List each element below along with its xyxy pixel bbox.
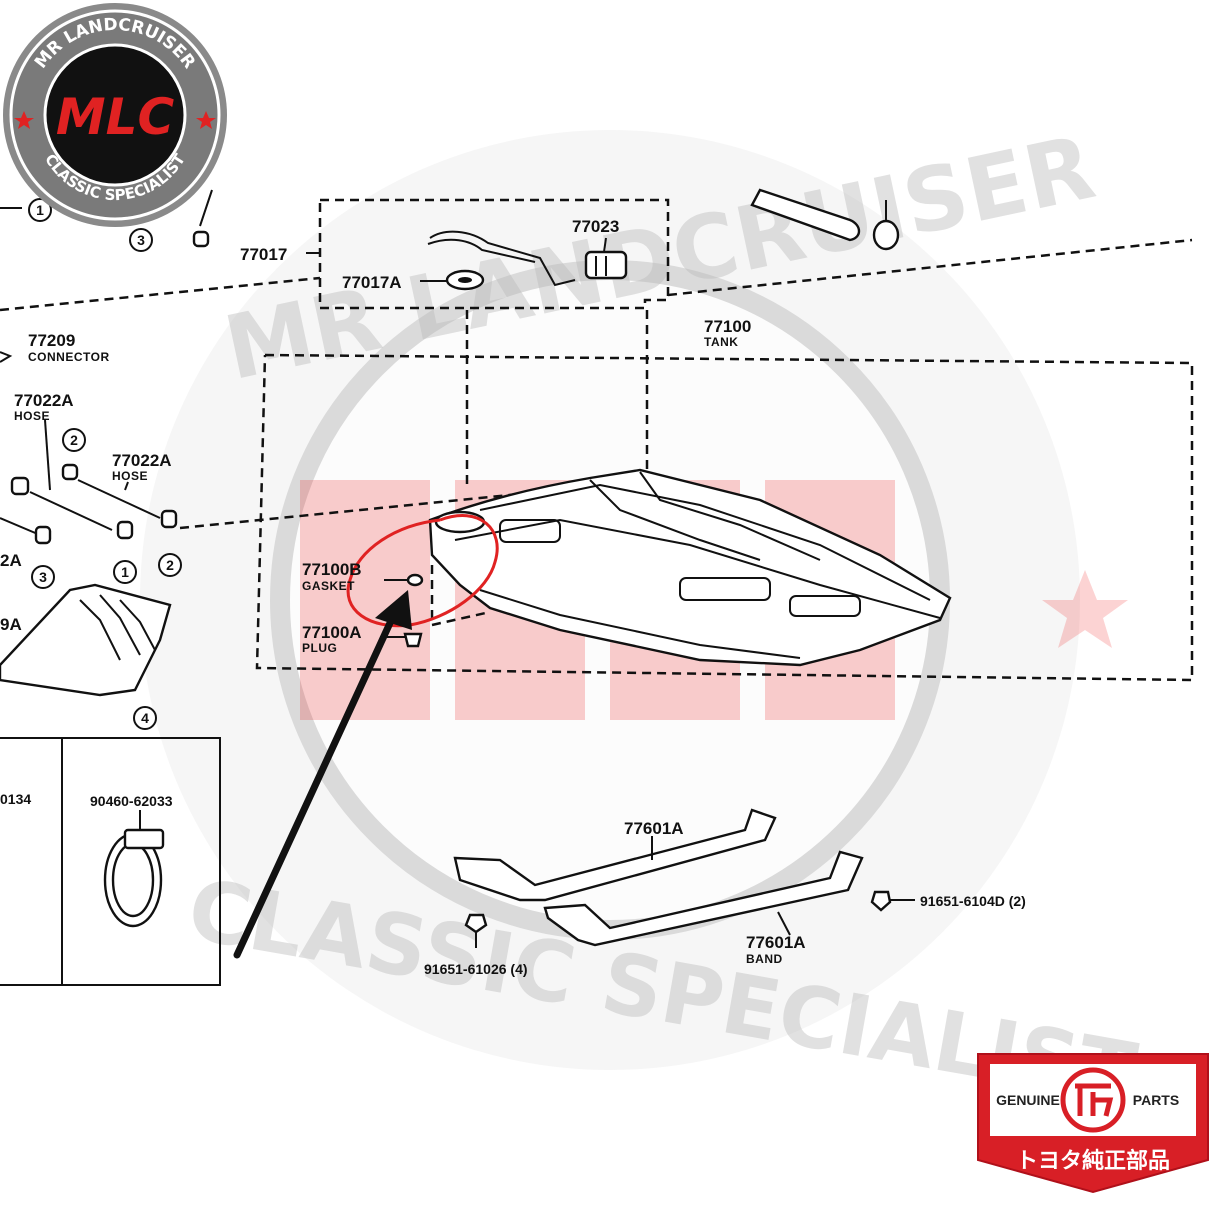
drain-gasket [384, 573, 424, 587]
label-77209: 77209 [28, 331, 75, 350]
ref-3b-text: 3 [39, 569, 47, 585]
pointer-arrow-icon [233, 590, 412, 959]
ref-1b-text: 1 [121, 564, 129, 580]
filler-pipe [750, 188, 900, 251]
badge-parts-text: PARTS [1133, 1092, 1179, 1108]
label-77022a-2-sub: HOSE [112, 469, 148, 483]
logo-monogram: MLC [56, 88, 175, 146]
ref-circle-3b: 3 [31, 565, 55, 589]
badge-japanese-text: トヨタ純正部品 [1016, 1148, 1170, 1174]
ref-circle-3a: 3 [129, 228, 153, 252]
gasket-ring-77017a [445, 269, 485, 291]
label-77100: 77100 [704, 317, 751, 336]
label-90460-62033: 90460-62033 [90, 793, 173, 809]
toyota-emblem-icon [1060, 1067, 1126, 1133]
ref-2a-text: 2 [70, 432, 78, 448]
label-77017a: 77017A [342, 273, 402, 292]
genuine-parts-badge: GENUINE PARTS トヨタ純正部品 [977, 1053, 1209, 1194]
label-77022a-1: 77022A [14, 391, 74, 410]
label-91651-6104d: 91651-6104D (2) [920, 893, 1026, 909]
group-box-77100 [255, 353, 1194, 682]
watermark-star-icon [1042, 570, 1128, 648]
label-0134: 0134 [0, 791, 31, 807]
drain-plug [380, 632, 423, 648]
bolt-91651-61026 [464, 913, 488, 948]
hose-clamp-90460 [103, 810, 165, 928]
skid-plate [0, 583, 172, 697]
label-2a: 2A [0, 551, 22, 570]
ref-2b-text: 2 [166, 557, 174, 573]
logo-star-icon-right [196, 111, 216, 129]
mlc-logo: MR LANDCRUISER CLASSIC SPECIALIST MLC [3, 3, 227, 227]
label-77022a-2: 77022A [112, 451, 172, 470]
inset-box [0, 737, 221, 986]
badge-genuine-text: GENUINE [996, 1092, 1060, 1108]
label-77022a-1-sub: HOSE [14, 409, 50, 423]
label-77023: 77023 [572, 217, 619, 236]
ref-1a-text: 1 [36, 202, 44, 218]
label-77017: 77017 [240, 245, 287, 264]
label-77601a-2: 77601A [746, 933, 806, 952]
label-77100b-sub: GASKET [302, 579, 355, 593]
left-hoses [0, 189, 213, 545]
label-77601a-2-sub: BAND [746, 952, 783, 966]
ref-circle-2a: 2 [62, 428, 86, 452]
ref-4-text: 4 [141, 710, 149, 726]
label-77100-sub: TANK [704, 335, 738, 349]
label-77601a-1: 77601A [624, 819, 684, 838]
group-box-77017 [318, 198, 670, 310]
label-9a: 9A [0, 615, 22, 634]
label-77209-sub: CONNECTOR [28, 350, 110, 364]
ref-circle-2b: 2 [158, 553, 182, 577]
sender-gauge-arm [427, 230, 576, 287]
label-77100a: 77100A [302, 623, 362, 642]
ref-circle-4: 4 [133, 706, 157, 730]
logo-star-icon-left [14, 111, 34, 129]
bolt-91651-6104d [870, 890, 915, 912]
ref-circle-1a: 1 [28, 198, 52, 222]
tank-band-rear [543, 850, 864, 947]
sender-float [584, 250, 628, 280]
ref-3a-text: 3 [137, 232, 145, 248]
tank-band-front [453, 808, 777, 902]
label-91651-61026: 91651-61026 (4) [424, 961, 528, 977]
label-77100b: 77100B [302, 560, 362, 579]
label-77100a-sub: PLUG [302, 641, 337, 655]
ref-circle-1b: 1 [113, 560, 137, 584]
